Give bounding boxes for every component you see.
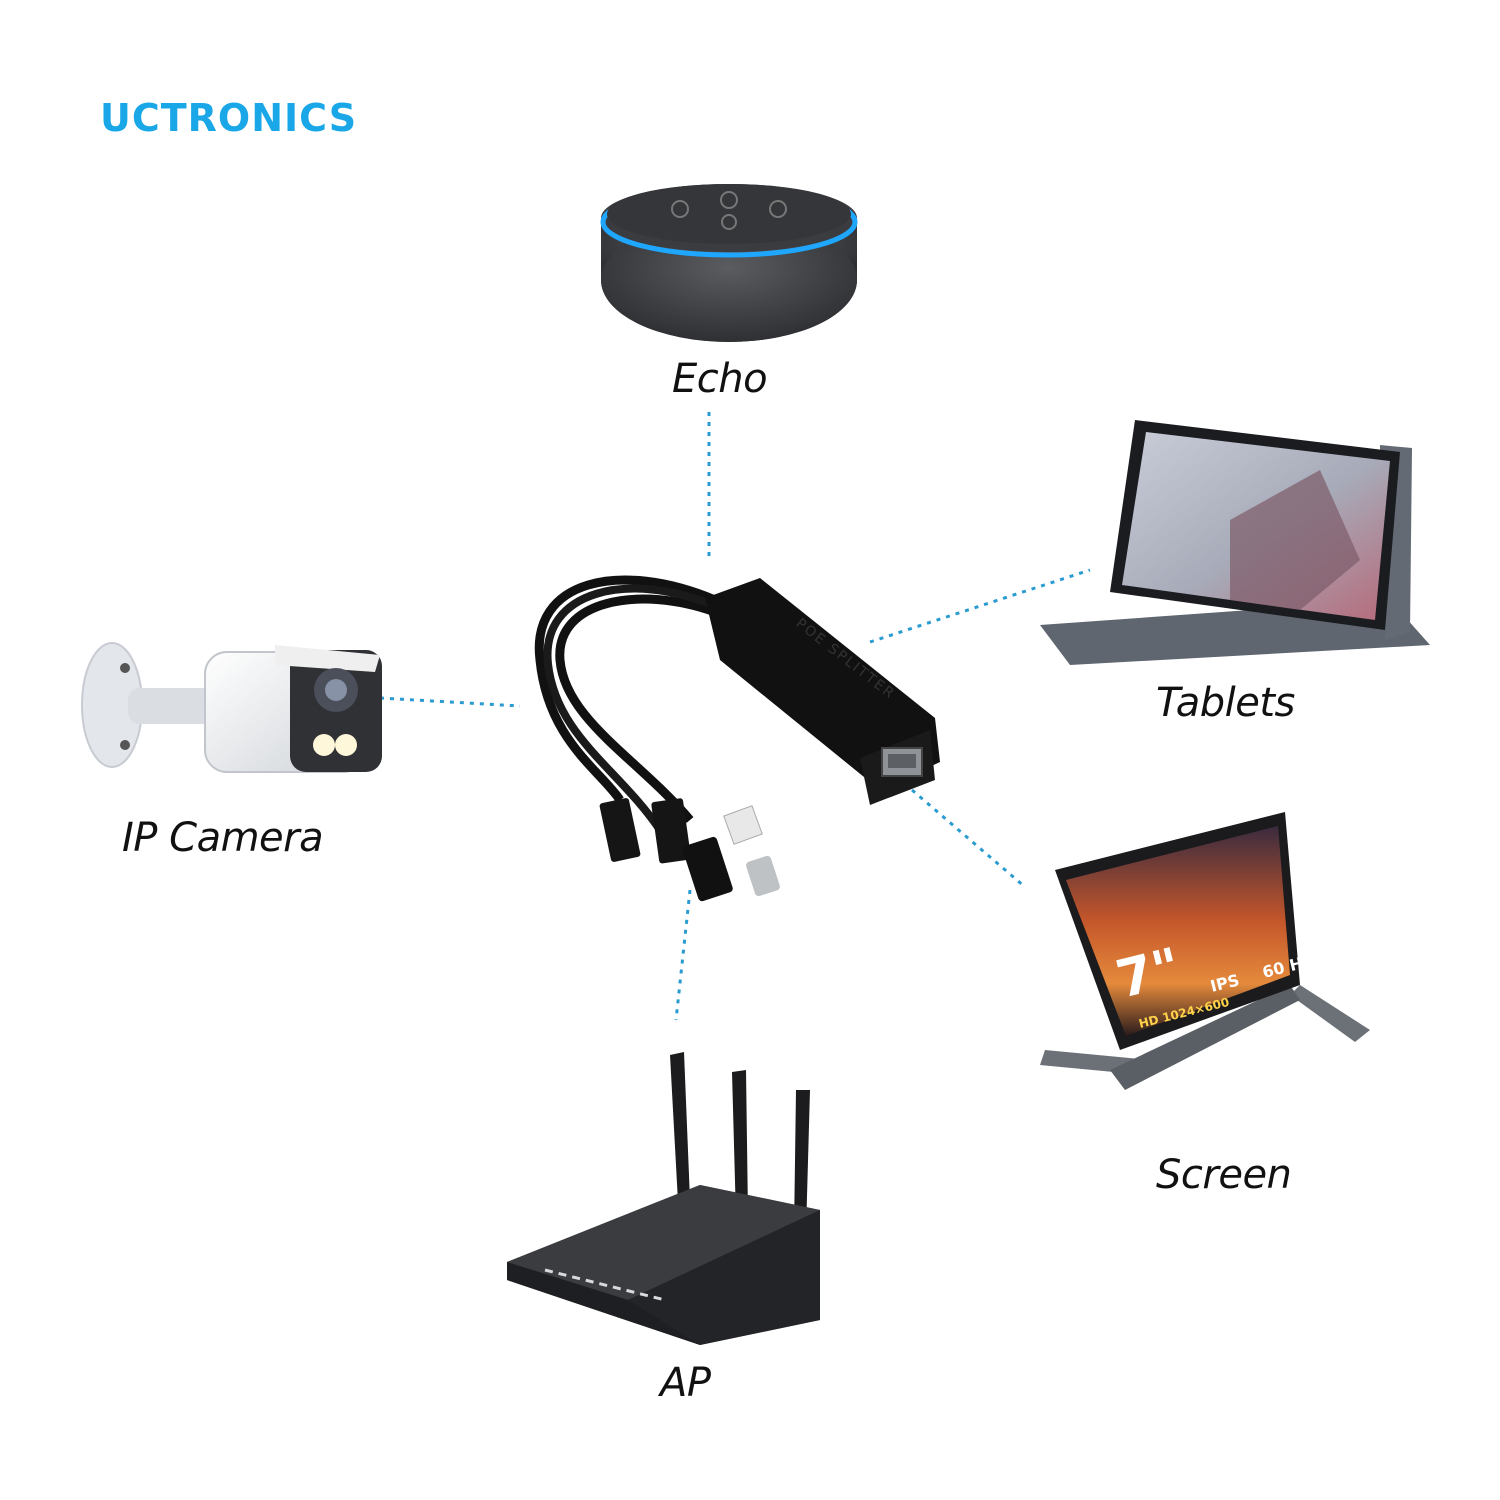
label-ap: AP [660, 1360, 711, 1406]
connector-tablets [869, 568, 1091, 644]
label-tablets: Tablets [1156, 680, 1295, 726]
connector-ip-camera [379, 696, 521, 708]
tablet-icon [1040, 420, 1430, 665]
brand-logo: UCTRONICS [100, 96, 358, 140]
poe-splitter-cable-icon: POE SPLITTER [534, 575, 940, 902]
label-screen: Screen [1156, 1152, 1292, 1198]
label-ip-camera: IP Camera [122, 815, 324, 861]
security-camera-icon [81, 642, 382, 773]
connector-ap [674, 889, 692, 1021]
screen-size-text: 7" [1111, 937, 1187, 1011]
label-echo: Echo [672, 356, 768, 402]
wifi-router-icon [507, 1052, 820, 1345]
monitor-screen-icon: 7" HD 1024×600 IPS 60 HZ [1040, 812, 1370, 1090]
connector-screen [911, 788, 1026, 889]
connector-lines [379, 412, 1091, 1021]
smart-speaker-icon [600, 184, 858, 342]
